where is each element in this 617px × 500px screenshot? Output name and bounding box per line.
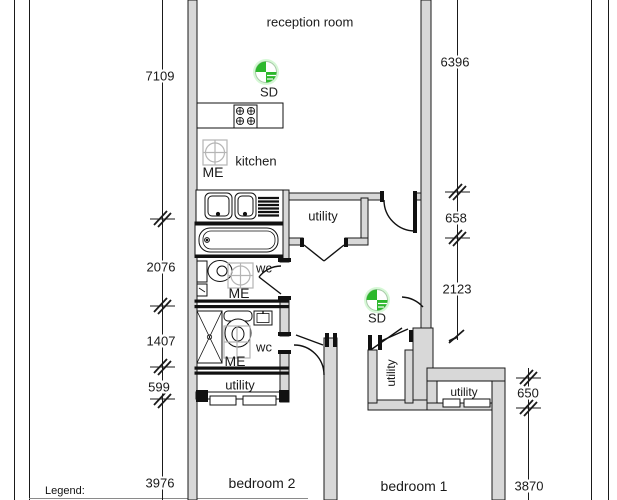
dim-label-7109: 7109 [143, 68, 177, 84]
bathtub-icon [198, 227, 279, 253]
dim-label-2123: 2123 [440, 281, 474, 297]
wall-east-upper [420, 0, 432, 341]
dim-label-6396: 6396 [438, 54, 472, 70]
dim-label-2076: 2076 [144, 259, 178, 275]
room-label-bedroom2: bedroom 2 [228, 475, 296, 491]
room-label-utility-top: utility [308, 208, 338, 224]
meter-label-kitchen: ME [202, 164, 224, 180]
fan-smoke-detector-icon [364, 287, 390, 313]
kitchen-fixtures [194, 102, 284, 225]
door-bedroom1-arc [401, 296, 424, 308]
room-label-utility-left: utility [225, 377, 255, 393]
dim-label-650: 650 [515, 385, 541, 401]
meter-square-icon [223, 325, 251, 359]
border-lines [14, 0, 609, 500]
wall-east-lower [491, 380, 506, 500]
wall-bedroom-partition [323, 337, 338, 500]
bathroom-fixtures [194, 224, 290, 375]
smoke-detector-label: SD [367, 310, 387, 326]
door-jambs [278, 191, 417, 354]
door-swings [258, 199, 424, 376]
room-label-wc-upper: wc [256, 260, 272, 276]
dim-label-1407: 1407 [144, 333, 178, 349]
door-utility-top-right-leaf [323, 244, 345, 262]
toilet-icon-lower [224, 318, 252, 348]
room-label-utility-right: utility [450, 385, 478, 399]
meter-square-icon [227, 262, 254, 289]
room-label-kitchen: kitchen [235, 153, 277, 169]
door-bedroom2-arc [293, 344, 325, 376]
drainer-icon [258, 196, 279, 217]
toilet-cistern-upper [196, 260, 208, 283]
legend-title: Legend: [45, 485, 85, 497]
room-label-bedroom1: bedroom 1 [380, 478, 448, 494]
door-wc-upper-arc [258, 265, 282, 278]
dim-label-658: 658 [443, 210, 469, 226]
hob-burners [235, 106, 256, 126]
door-utility-top-left-leaf [303, 244, 325, 262]
dim-label-3870: 3870 [512, 478, 546, 494]
room-label-utility-closet: utility [384, 359, 398, 387]
dim-label-599: 599 [146, 379, 172, 395]
room-label-reception: reception room [266, 14, 354, 30]
dim-label-3976: 3976 [143, 475, 177, 491]
meter-label-wc-lower: ME [224, 353, 246, 369]
room-label-wc-lower: wc [256, 339, 272, 355]
dimension-ticks [150, 183, 541, 417]
meter-icons [202, 139, 254, 359]
smoke-detector-label: SD [259, 84, 279, 100]
door-reception [383, 199, 416, 232]
meter-label-wc-upper: ME [228, 285, 250, 301]
meter-square-icon [202, 139, 228, 166]
utility-right-box [436, 380, 493, 408]
fan-smoke-detector-icon [253, 59, 279, 85]
door-wc-upper-leaf [258, 276, 282, 295]
utility-left-bottom-wall [195, 390, 290, 406]
door-closet-leaf [380, 328, 409, 342]
door-bedroom2-leaf [295, 334, 324, 346]
